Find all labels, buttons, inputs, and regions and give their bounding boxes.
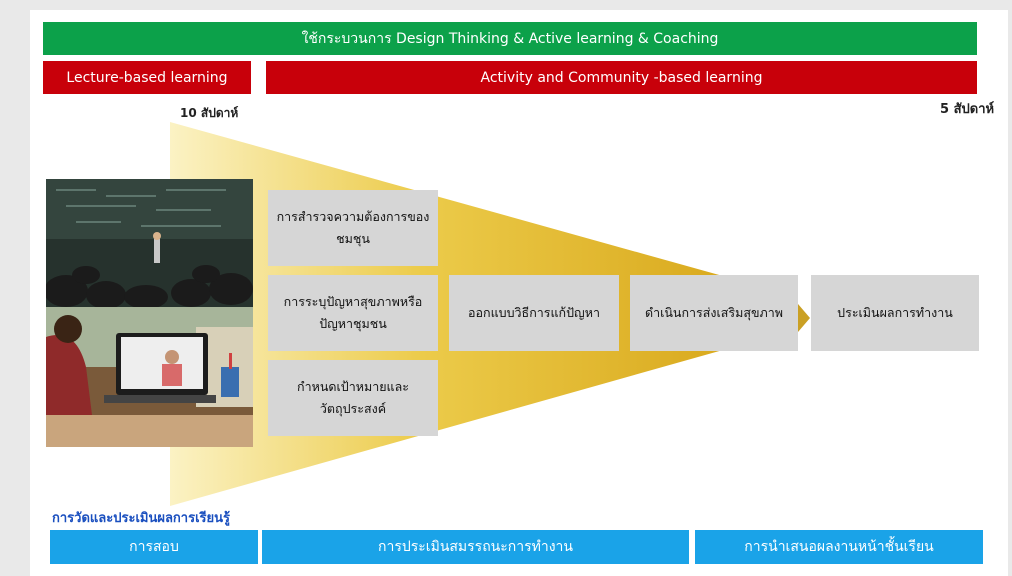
step-community-survey-text: การสำรวจความต้องการของชมชุน [276, 209, 430, 246]
step-set-goals-text: กำหนดเป้าหมายและวัตถุประสงค์ [297, 379, 409, 416]
lecture-duration: 10 สัปดาห์ [180, 106, 239, 120]
assessment-exam-text: การสอบ [129, 539, 179, 555]
step-implement-promotion: ดำเนินการส่งเสริมสุขภาพ [630, 275, 798, 351]
step-evaluate-results: ประเมินผลการทำงาน [811, 275, 979, 351]
step-implement-promotion-text: ดำเนินการส่งเสริมสุขภาพ [644, 305, 784, 321]
step-identify-problem-text: การระบุปัญหาสุขภาพหรือปัญหาชุมชน [283, 294, 423, 331]
activity-duration: 5 สัปดาห์ [940, 102, 995, 117]
step-design-solution-text: ออกแบบวิธีการแก้ปัญหา [468, 305, 600, 321]
assessment-competency: การประเมินสมรรถนะการทำงาน [262, 530, 689, 564]
lecture-banner-text: Lecture-based learning [66, 69, 228, 86]
arrow-right-icon [798, 304, 810, 332]
step-design-solution: ออกแบบวิธีการแก้ปัญหา [449, 275, 619, 351]
lecture-banner: Lecture-based learning [43, 61, 251, 94]
assessment-exam: การสอบ [50, 530, 258, 564]
step-community-survey: การสำรวจความต้องการของชมชุน [268, 190, 438, 266]
activity-banner: Activity and Community -based learning [266, 61, 977, 94]
assessment-title: การวัดและประเมินผลการเรียนรู้ [52, 511, 230, 526]
online-class-photo [46, 307, 253, 447]
assessment-presentation-text: การนำเสนอผลงานหน้าชั้นเรียน [744, 539, 934, 555]
assessment-competency-text: การประเมินสมรรถนะการทำงาน [378, 539, 573, 555]
method-banner: ใช้กระบวนการ Design Thinking & Active le… [43, 22, 977, 55]
step-set-goals: กำหนดเป้าหมายและวัตถุประสงค์ [268, 360, 438, 436]
step-identify-problem: การระบุปัญหาสุขภาพหรือปัญหาชุมชน [268, 275, 438, 351]
activity-banner-text: Activity and Community -based learning [480, 69, 763, 86]
step-evaluate-results-text: ประเมินผลการทำงาน [837, 305, 953, 321]
lecture-hall-photo [46, 179, 253, 307]
slide: ใช้กระบวนการ Design Thinking & Active le… [30, 10, 1008, 576]
assessment-presentation: การนำเสนอผลงานหน้าชั้นเรียน [695, 530, 983, 564]
method-banner-text: ใช้กระบวนการ Design Thinking & Active le… [301, 30, 719, 47]
